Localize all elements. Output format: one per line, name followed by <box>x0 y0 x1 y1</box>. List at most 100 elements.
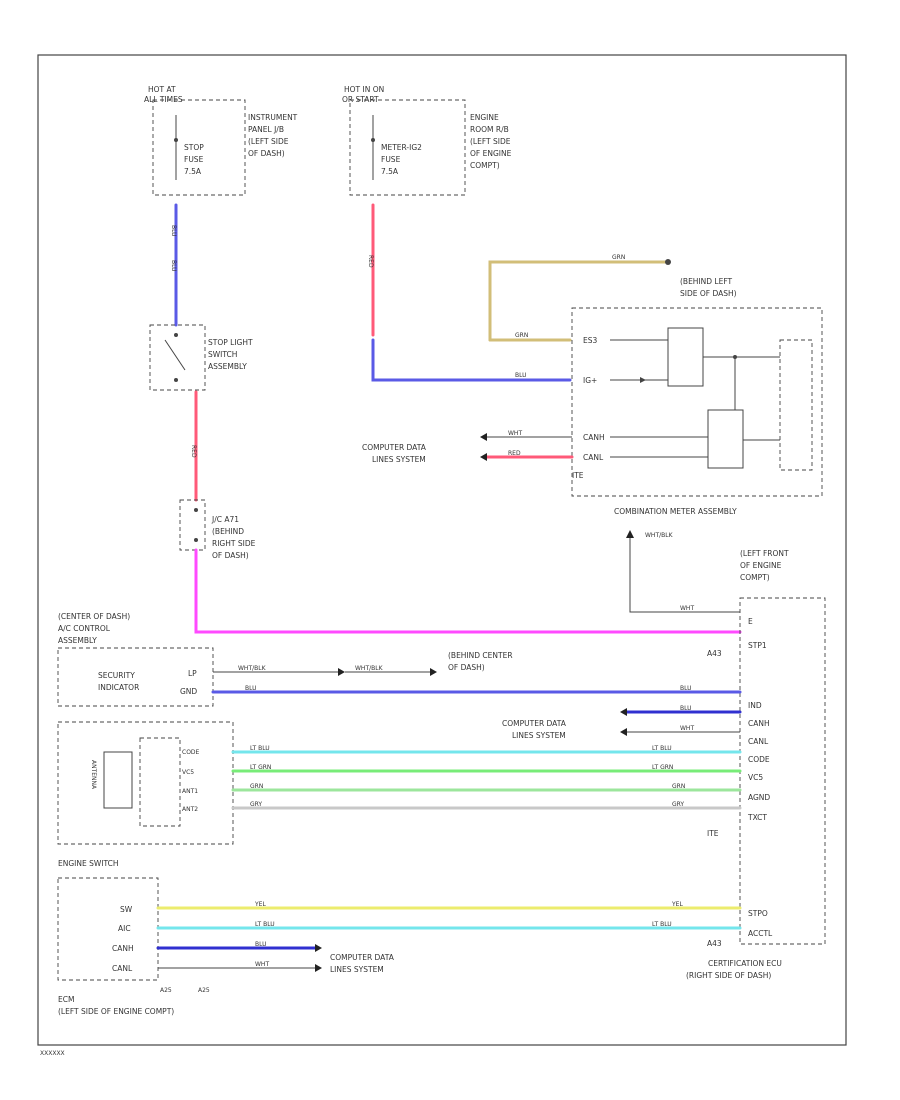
combo-connector: ITE <box>572 471 584 480</box>
wire-label-red-3: RED <box>508 450 521 457</box>
cert-pin-stp1: STP1 <box>748 641 767 650</box>
meter-fuse-name: METER-IG2 <box>381 143 422 152</box>
security-pin-lp: LP <box>188 669 197 678</box>
cert-pin-code: CODE <box>748 755 770 764</box>
wire-label-blu-3: BLU <box>515 372 527 379</box>
cert-pin-ind: IND <box>748 701 762 710</box>
cert-pin-canh: CANH <box>748 719 770 728</box>
wire-label-wht-4: WHT <box>255 961 269 968</box>
wire-label-blu-7: BLU <box>255 941 267 948</box>
antenna-outer-box <box>57 721 234 845</box>
meter-fuse-hot-sub: OR START <box>342 95 379 104</box>
ground-center-label-2: OF DASH) <box>448 663 485 672</box>
ground-right-arrow <box>626 530 634 538</box>
cert-ecu-label-2: (RIGHT SIDE OF DASH) <box>686 971 771 980</box>
stop-fuse-name: STOP <box>184 143 204 152</box>
meter-fuse-loc-3: (LEFT SIDE <box>470 137 511 146</box>
meter-fuse-loc-1: ENGINE <box>470 113 499 122</box>
stop-fuse-loc-3: (LEFT SIDE <box>248 137 289 146</box>
combo-pin-canl: CANL <box>583 453 604 462</box>
jc-a71-node-1 <box>194 508 198 512</box>
computer-data-2-line1: COMPUTER DATA <box>502 719 567 728</box>
wire-label-blu-4: BLU <box>245 685 257 692</box>
stop-fuse-rating: 7.5A <box>184 167 202 176</box>
ecm-pin-canh: CANH <box>112 944 134 953</box>
stop-switch-label-3: ASSEMBLY <box>208 362 247 371</box>
jc-a71-label-2: (BEHIND <box>212 527 244 536</box>
security-pin-gnd: GND <box>180 687 197 696</box>
wire-label-wht-blk-3: WHT/BLK <box>355 665 384 672</box>
antenna-pin-code: CODE <box>182 749 200 756</box>
cert-pin-vc5: VC5 <box>748 773 763 782</box>
meter-fuse-box <box>349 99 466 196</box>
meter-fuse-loc-5: COMPT) <box>470 161 500 170</box>
stop-switch-node-bottom <box>174 378 178 382</box>
combo-regulator-block <box>667 327 704 387</box>
wire-label-blu-5: BLU <box>680 685 692 692</box>
combo-indicator-box <box>779 339 813 471</box>
cert-pin-acctl: ACCTL <box>748 929 773 938</box>
meter-fuse-node <box>371 138 375 142</box>
wire-label-wht-2: WHT <box>680 605 694 612</box>
meter-fuse-hot-label: HOT IN ON <box>344 85 384 94</box>
antenna-pin-vc5: VC5 <box>182 769 194 776</box>
meter-fuse-group: HOT IN ON OR START METER-IG2 FUSE 7.5A E… <box>342 85 512 196</box>
ecm-pin-aic: AIC <box>118 924 131 933</box>
antenna-block: ANTENNA CODE VC5 ANT1 ANT2 <box>57 721 234 845</box>
cert-ecu-label-1: CERTIFICATION ECU <box>708 959 782 968</box>
wire-label-wht-blk-2: WHT/BLK <box>238 665 267 672</box>
stop-fuse-box <box>152 99 246 196</box>
cert-canl-arrow <box>620 728 627 736</box>
stop-fuse-loc-2: PANEL J/B <box>248 125 284 134</box>
stop-fuse-loc-4: OF DASH) <box>248 149 285 158</box>
combo-pin-canh: CANH <box>583 433 605 442</box>
meter-fuse-type: FUSE <box>381 155 401 164</box>
jc-a71-box <box>179 499 206 551</box>
cert-pin-txct: TXCT <box>747 813 767 822</box>
wire-label-yel-1: YEL <box>254 901 266 908</box>
stop-switch-label-2: SWITCH <box>208 350 237 359</box>
wire-ground-right <box>629 535 740 613</box>
antenna-inner-box <box>139 737 181 827</box>
ground-right-label-1: (LEFT FRONT <box>740 549 789 558</box>
stop-fuse-loc-1: INSTRUMENT <box>248 113 298 122</box>
meter-fuse-loc-2: ROOM R/B <box>470 125 509 134</box>
ecm-connector-2: A25 <box>198 987 210 994</box>
meter-fuse-rating: 7.5A <box>381 167 399 176</box>
wire-label-lt-blu-2: LT BLU <box>652 745 672 752</box>
engine-switch-title: ENGINE SWITCH <box>58 859 119 868</box>
stop-light-switch: STOP LIGHT SWITCH ASSEMBLY <box>149 324 253 391</box>
wire-label-gry-1: GRY <box>250 801 262 808</box>
security-label-1: SECURITY <box>98 671 135 680</box>
wire-label-grn-1: GRN <box>612 254 625 261</box>
combo-cpu-block <box>707 409 744 469</box>
ac-control-label-3: ASSEMBLY <box>58 636 97 645</box>
wire-label-yel-2: YEL <box>671 901 683 908</box>
ecm-label-2: (LEFT SIDE OF ENGINE COMPT) <box>58 1007 174 1016</box>
stop-fuse-hot-sub: ALL TIMES <box>144 95 183 104</box>
wire-label-red-1: RED <box>190 445 197 458</box>
security-box <box>57 647 214 707</box>
meter-fuse-loc-4: OF ENGINE <box>470 149 512 158</box>
stop-switch-label-1: STOP LIGHT <box>208 338 253 347</box>
wire-label-lt-grn-2: LT GRN <box>652 764 673 771</box>
combo-arrow-ig <box>640 377 646 383</box>
antenna-coil <box>103 751 133 809</box>
cert-connector-a43-1: A43 <box>707 649 722 658</box>
cert-pin-e: E <box>748 617 753 626</box>
wire-label-grn-3: GRN <box>250 783 263 790</box>
combo-pin-es3: ES3 <box>583 336 597 345</box>
wire-label-grn-4: GRN <box>672 783 685 790</box>
jc-a71-node-2 <box>194 538 198 542</box>
ecm-label-1: ECM <box>58 995 74 1004</box>
engine-canh-arrow <box>315 944 322 952</box>
combo-pin-igplus: IG+ <box>583 376 597 385</box>
wire-label-lt-blu-3: LT BLU <box>255 921 275 928</box>
stop-fuse-hot-label: HOT AT <box>148 85 176 94</box>
stop-switch-box <box>149 324 206 391</box>
engine-canl-arrow <box>315 964 322 972</box>
wire-label-grn-2: GRN <box>515 332 528 339</box>
ground-center-label-1: (BEHIND CENTER <box>448 651 513 660</box>
ecm-connector-1: A25 <box>160 987 172 994</box>
